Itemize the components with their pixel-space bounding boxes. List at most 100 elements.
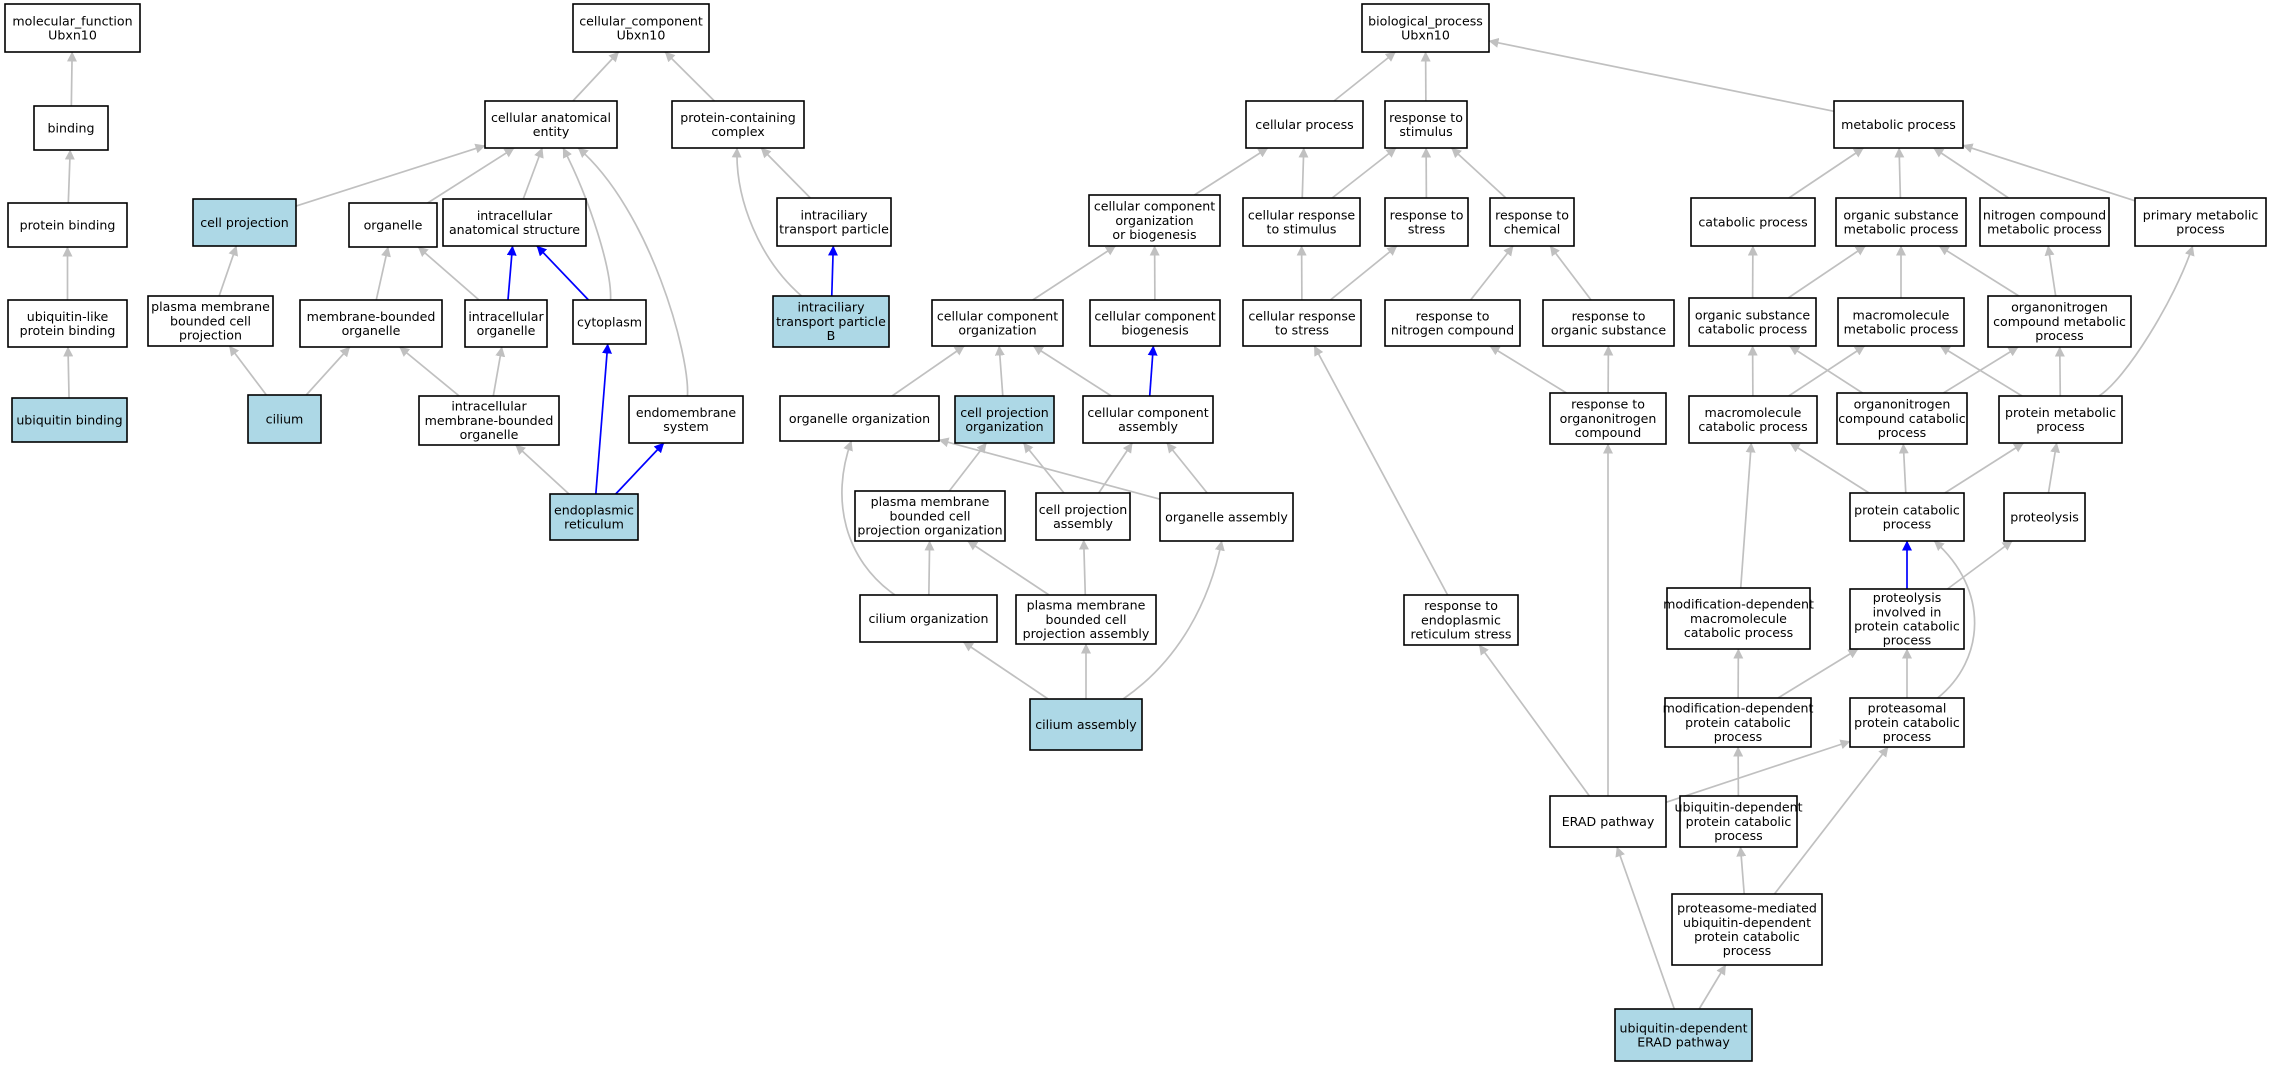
edge-line (1098, 442, 1133, 494)
node-box (418, 395, 560, 446)
node-proteolysis[interactable]: proteolysis (2003, 492, 2086, 542)
node-label-line: process (1883, 633, 1931, 648)
node-catab[interactable]: catabolic process (1690, 197, 1816, 247)
edge-cilium-to-mbo (305, 346, 351, 396)
edge-pcc-to-cc (664, 51, 715, 102)
node-metab[interactable]: metabolic process (1833, 100, 1964, 149)
node-ubbind[interactable]: ubiquitin binding (11, 397, 128, 443)
node-label-line: complex (711, 124, 765, 139)
edge-line (506, 245, 517, 301)
node-cyto[interactable]: cytoplasm (572, 299, 647, 345)
edge-erad-to-rers (1478, 644, 1591, 797)
node-organelle[interactable]: organelle (348, 202, 438, 248)
node-oa[interactable]: organelle assembly (1159, 492, 1294, 542)
node-label-line: primary metabolic (2143, 207, 2259, 222)
edge-line (228, 345, 268, 396)
node-binding[interactable]: binding (33, 105, 109, 151)
edge-protmp-to-mmp (1939, 345, 2023, 397)
node-box (1549, 392, 1667, 445)
node-label-line: intraciliary (800, 207, 868, 222)
edge-crstress-to-rstress (1329, 245, 1398, 301)
edge-line (1944, 442, 2024, 494)
node-protbind[interactable]: protein binding (7, 202, 128, 248)
node-label-line: proteasomal (1868, 701, 1947, 716)
edge-mdpcp-to-pipcp (1777, 648, 1859, 699)
node-label-line: macromolecule (1853, 307, 1950, 322)
node-cilasm[interactable]: cilium assembly (1029, 698, 1143, 751)
node-cellproj[interactable]: cell projection (192, 198, 297, 247)
node-mdmcp[interactable]: modification-dependentmacromoleculecatab… (1663, 587, 1814, 650)
edge-mcp-to-mmp (1788, 345, 1866, 397)
node-pmudpcp[interactable]: proteasome-mediatedubiquitin-dependentpr… (1671, 893, 1823, 966)
edge-line (938, 437, 1161, 500)
node-cellproc[interactable]: cellular process (1245, 100, 1364, 149)
edge-metab-to-bp (1488, 37, 1835, 113)
edge-pipcp-to-proteolysis (1946, 540, 2013, 590)
node-box (1671, 893, 1823, 966)
edge-line (295, 143, 486, 207)
node-cilorg[interactable]: cilium organization (859, 594, 998, 643)
edge-rchem-to-respstim (1450, 147, 1507, 199)
node-cilium[interactable]: cilium (247, 394, 322, 444)
node-label-line: organization (958, 323, 1036, 338)
edge-line (64, 149, 75, 204)
node-label-line: response to (1572, 308, 1646, 323)
node-erad[interactable]: ERAD pathway (1549, 795, 1667, 848)
node-label-line: cellular component (937, 308, 1058, 323)
node-label-line: process (2176, 222, 2224, 237)
node-label-line: organelle (477, 323, 536, 338)
node-label-line: cellular component (1087, 405, 1208, 420)
node-label-line: organelle (342, 323, 401, 338)
node-oo[interactable]: organelle organization (779, 395, 940, 442)
node-label-line: intracellular (451, 399, 527, 414)
node-box (1549, 795, 1667, 848)
